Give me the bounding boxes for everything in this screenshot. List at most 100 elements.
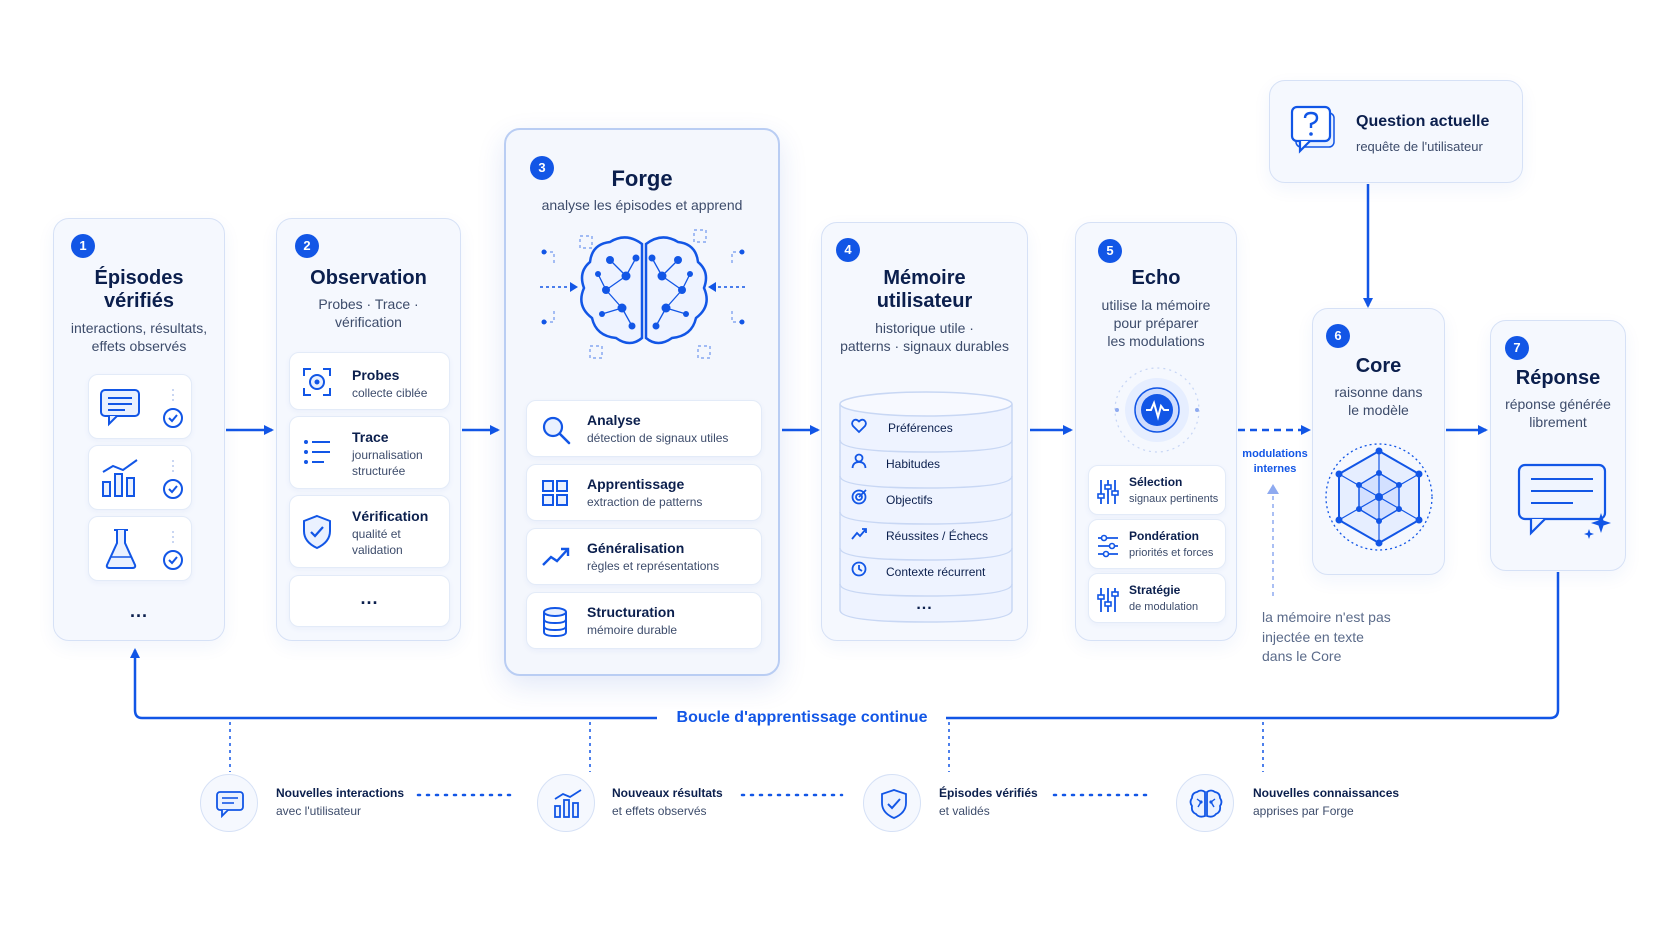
forge-item-title: Analyse: [587, 412, 641, 428]
loop-label: Boucle d'apprentissage continue: [660, 709, 944, 727]
bar-chart-icon: [552, 788, 584, 820]
bottom-item-sub: et effets observés: [612, 804, 707, 818]
bottom-item-circle: [537, 774, 595, 832]
bottom-item-circle: [863, 774, 921, 832]
observation-item: Probes collecte ciblée: [289, 352, 450, 410]
grid-icon: [541, 479, 569, 507]
target-icon: [302, 367, 332, 397]
observation-title: Observation: [310, 267, 427, 289]
forge-item-generalisation: Généralisation règles et représentations: [526, 528, 762, 585]
observation-item-title: Trace: [352, 429, 389, 445]
echo-item-sub: priorités et forces: [1129, 547, 1214, 559]
bottom-item-title: Épisodes vérifiés: [939, 786, 1038, 800]
user-icon: [851, 453, 867, 469]
step-number-badge: 3: [530, 156, 554, 180]
list-icon: [302, 437, 332, 467]
forge-card: 3 Forge analyse les épisodes et apprend: [504, 128, 780, 676]
step-number-badge: 4: [836, 238, 860, 262]
memory-item-label: Contexte récurrent: [886, 565, 986, 579]
bottom-item-circle: [1176, 774, 1234, 832]
brain-icon: [1189, 788, 1223, 820]
forge-item-sub: mémoire durable: [587, 623, 678, 637]
question-subtitle: requête de l'utilisateur: [1356, 139, 1483, 154]
forge-item-sub: règles et représentations: [587, 559, 720, 573]
more-indicator: ...: [916, 596, 933, 613]
episode-item: [88, 374, 192, 439]
balance-icon: [1097, 534, 1119, 558]
forge-subtitle: analyse les épisodes et apprend: [541, 197, 743, 213]
episodes-subtitle: interactions, résultats,effets observés: [70, 320, 208, 355]
echo-item-sub: signaux pertinents: [1129, 493, 1219, 505]
bottom-item-circle: [200, 774, 258, 832]
echo-title: Echo: [1131, 267, 1181, 289]
bottom-item-sub: et validés: [939, 804, 990, 818]
more-indicator: ...: [129, 601, 148, 621]
memory-item-label: Objectifs: [886, 493, 933, 507]
core-network-icon: [1323, 441, 1435, 553]
loop-line-right: [946, 572, 1560, 720]
forge-item-sub: détection de signaux utiles: [587, 431, 729, 445]
core-title: Core: [1355, 355, 1402, 377]
echo-item: Sélection signaux pertinents: [1088, 465, 1226, 515]
observation-card: 2 Observation Probes · Trace ·vérificati…: [276, 218, 461, 641]
bar-chart-icon: [99, 458, 143, 500]
observation-subtitle: Probes · Trace ·vérification: [318, 296, 419, 331]
question-bubble-icon: [1290, 105, 1338, 157]
database-icon: [542, 606, 568, 638]
bottom-item-title: Nouveaux résultats: [612, 786, 723, 800]
step-number-badge: 1: [71, 234, 95, 258]
clock-icon: [851, 561, 867, 577]
echo-item: Pondération priorités et forces: [1088, 519, 1226, 569]
memory-item-label: Préférences: [888, 421, 953, 435]
trend-icon: [541, 545, 571, 569]
bottom-item-sub: apprises par Forge: [1253, 804, 1354, 818]
bottom-item-title: Nouvelles interactions: [276, 786, 405, 800]
echo-item-title: Sélection: [1129, 475, 1183, 489]
chat-icon: [215, 790, 245, 818]
trend-icon: [851, 527, 867, 541]
check-circle-icon: [161, 389, 185, 429]
forge-title: Forge: [611, 166, 673, 191]
more-indicator: ...: [360, 588, 379, 608]
step-number-badge: 2: [295, 234, 319, 258]
question-card: Question actuelle requête de l'utilisate…: [1269, 80, 1523, 183]
step-number-badge: 7: [1505, 336, 1529, 360]
heart-icon: [851, 418, 867, 434]
observation-item-sub: collecte ciblée: [352, 386, 428, 400]
response-title: Réponse: [1515, 367, 1601, 389]
forge-item-analyse: Analyse détection de signaux utiles: [526, 400, 762, 457]
sliders-icon: [1097, 587, 1119, 613]
forge-item-title: Généralisation: [587, 540, 685, 556]
episode-item: [88, 516, 192, 581]
question-title: Question actuelle: [1356, 113, 1490, 130]
check-circle-icon: [161, 460, 185, 500]
observation-item-title: Vérification: [352, 508, 429, 524]
forge-item-structuration: Structuration mémoire durable: [526, 592, 762, 649]
memory-item-label: Habitudes: [886, 457, 941, 471]
memory-cylinder: [838, 388, 1014, 628]
response-message-icon: [1517, 463, 1613, 541]
echo-item-sub: de modulation: [1129, 601, 1199, 613]
chat-icon: [99, 388, 143, 428]
echo-item-title: Pondération: [1129, 529, 1200, 543]
episode-item: [88, 445, 192, 510]
echo-item: Stratégie de modulation: [1088, 573, 1226, 623]
sliders-icon: [1097, 479, 1119, 505]
forge-item-title: Apprentissage: [587, 476, 685, 492]
forge-item-apprentissage: Apprentissage extraction de patterns: [526, 464, 762, 521]
step-number-badge: 6: [1326, 324, 1350, 348]
